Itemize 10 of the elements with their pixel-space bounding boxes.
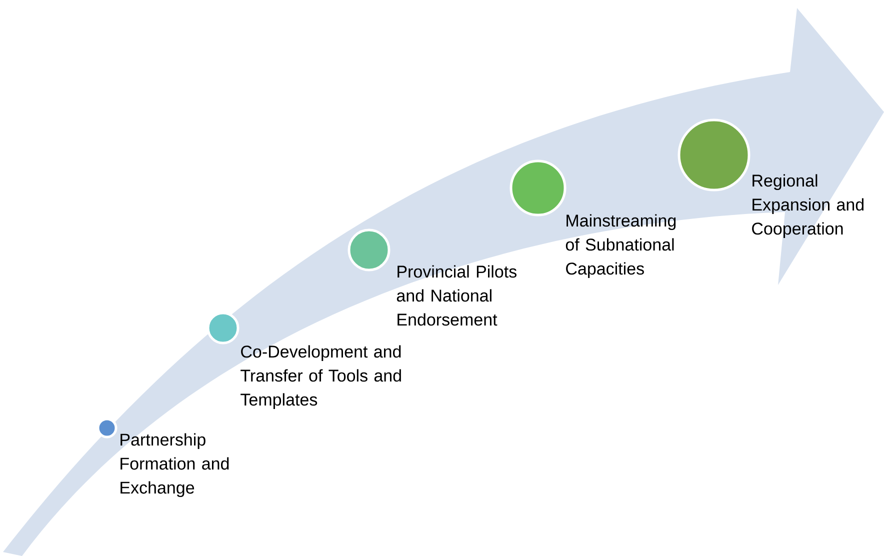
milestone-label: Mainstreaming of Subnational Capacities [566,214,676,278]
milestone-circle [96,418,118,438]
milestone-label: Provincial Pilots and National Endorsement [396,265,516,326]
milestone-label: Co-Development and Transfer of Tools and Templates [240,345,401,410]
milestone-circle [510,160,566,216]
milestone-circle [348,228,390,272]
milestone-circle [678,118,750,192]
milestone-label: Partnership Formation and Exchange [120,433,229,498]
milestone-label: Regional Expansion and Cooperation [752,174,864,238]
milestone-circle [206,312,240,344]
